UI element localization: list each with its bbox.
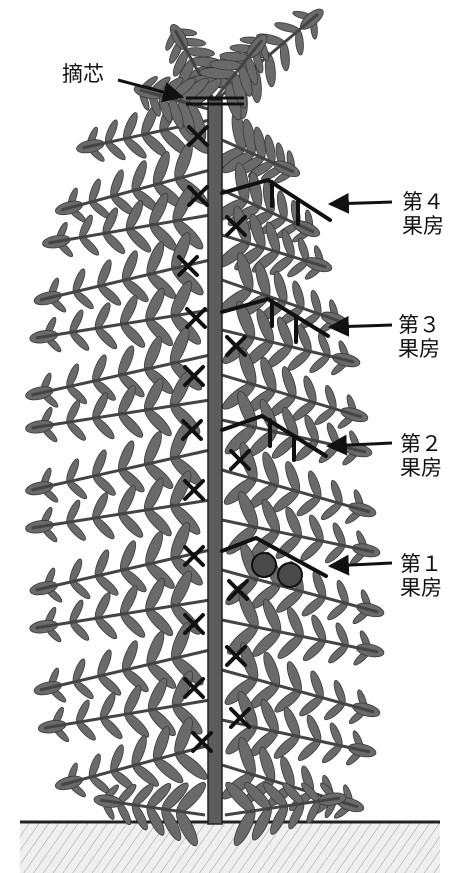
- arrow-icon: [330, 202, 392, 204]
- arrow-icon: [330, 325, 392, 327]
- tomato-fruit: [252, 553, 276, 577]
- soil-bed: [20, 822, 440, 873]
- truss-2-label-line1: 第２: [400, 432, 442, 456]
- main-stem: [208, 100, 222, 824]
- truss-1-label-line1: 第１: [400, 552, 442, 576]
- arrow-icon: [330, 563, 392, 566]
- truss-3-label-line1: 第３: [398, 313, 440, 337]
- topping-label: 摘芯: [62, 62, 104, 86]
- truss-2-label-line2: 果房: [400, 456, 442, 480]
- truss-4-label-line1: 第４: [402, 190, 444, 214]
- truss-1-label: 第１ 果房: [400, 552, 442, 600]
- truss-2-label: 第２ 果房: [400, 432, 442, 480]
- truss-3-label: 第３ 果房: [398, 313, 440, 361]
- truss-4-label-line2: 果房: [402, 214, 444, 238]
- tomato-fruit: [278, 563, 302, 587]
- truss-3-label-line2: 果房: [398, 337, 440, 361]
- truss-1-label-line2: 果房: [400, 576, 442, 600]
- truss-4-label: 第４ 果房: [402, 190, 444, 238]
